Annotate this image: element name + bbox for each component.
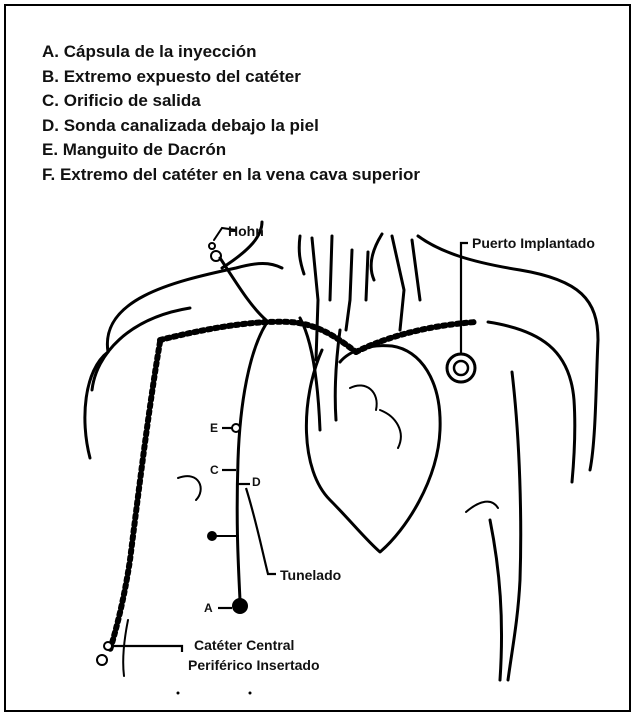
- picc-catheter: Catéter Central Periférico Insertado: [97, 342, 320, 673]
- hohn-label: Hohn: [228, 223, 264, 239]
- tunneled-catheter: A E C D Tunelado: [204, 324, 341, 615]
- implanted-port: Puerto Implantado: [447, 235, 595, 382]
- letter-d: D: [252, 475, 261, 489]
- torso-outline: [85, 222, 598, 680]
- letter-a: A: [204, 601, 213, 615]
- letter-c: C: [210, 463, 219, 477]
- picc-label-line2: Periférico Insertado: [188, 657, 320, 673]
- speck-mark: [249, 692, 252, 695]
- letter-e: E: [210, 421, 218, 435]
- picc-label-line1: Catéter Central: [194, 637, 294, 653]
- speck-mark: [177, 692, 180, 695]
- neck-vessels: [160, 236, 476, 430]
- port-label: Puerto Implantado: [472, 235, 595, 251]
- tunneled-label: Tunelado: [280, 567, 341, 583]
- heart-outline: [306, 346, 440, 552]
